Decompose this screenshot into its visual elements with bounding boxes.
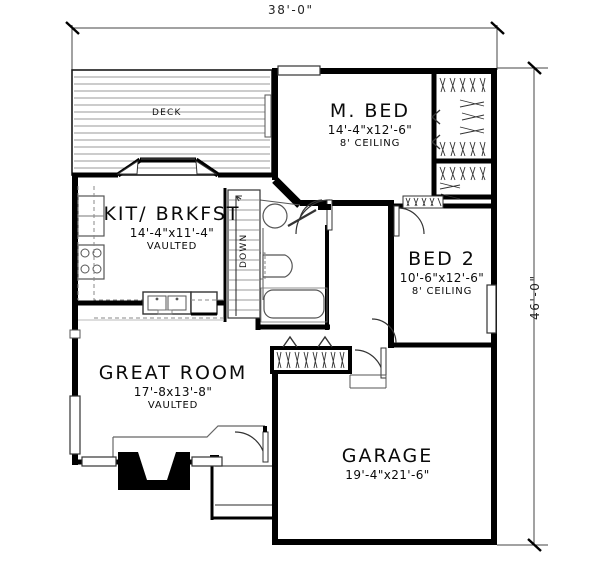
bedroom2-name: BED 2	[408, 248, 476, 270]
kitchen-size: 14'-4"x11'-4"	[129, 226, 215, 241]
overall-width-dimension: 38'-0"	[268, 3, 314, 17]
room-label-bedroom-2: BED 2 10'-6"x12'-6" 8' CEILING	[383, 248, 501, 297]
hall-to-garage-door	[349, 347, 387, 389]
overall-depth-dimension: 46'-0"	[528, 274, 542, 320]
kitchen-fixtures	[77, 186, 225, 319]
garage-size: 19'-4"x21'-6"	[345, 468, 430, 483]
room-label-kitchen-breakfast: KIT/ BRKFST 14'-4"x11'-4" VAULTED	[92, 203, 252, 252]
room-label-garage: GARAGE 19'-4"x21'-6"	[320, 445, 455, 483]
deck-bay-doors	[72, 157, 272, 178]
bedroom2-ceiling: 8' CEILING	[411, 285, 473, 297]
great-room-ceiling: VAULTED	[147, 399, 199, 411]
bedroom2-size: 10'-6"x12'-6"	[399, 271, 485, 286]
kitchen-name: KIT/ BRKFST	[103, 203, 241, 225]
dimension-line-right	[497, 61, 548, 552]
great-room-size: 17'-8x13'-8"	[133, 385, 213, 400]
room-label-master-bedroom: M. BED 14'-4"x12'-6" 8' CEILING	[305, 100, 435, 149]
bathroom	[255, 199, 330, 330]
master-closet-2	[439, 166, 486, 200]
master-bedroom-name: M. BED	[329, 100, 411, 122]
window-master-top	[277, 65, 321, 76]
hall-door-to-master	[295, 199, 333, 235]
master-bedroom-ceiling: 8' CEILING	[339, 137, 401, 149]
dimension-line-top	[65, 21, 505, 70]
room-label-great-room: GREAT ROOM 17'-8x13'-8" VAULTED	[88, 362, 258, 411]
kitchen-ceiling: VAULTED	[146, 240, 198, 252]
room-label-deck: DECK	[152, 108, 182, 118]
bedroom2-door-2	[371, 318, 397, 344]
garage-name: GARAGE	[341, 445, 434, 467]
stairs-down-label: DOWN	[239, 233, 249, 268]
hall-closet	[270, 335, 352, 374]
bedroom2-window-right	[486, 284, 497, 334]
master-bedroom-size: 14'-4"x12'-6"	[327, 123, 413, 138]
master-closet-1	[430, 77, 486, 157]
great-room-name: GREAT ROOM	[98, 362, 248, 384]
stairs-down	[223, 188, 261, 322]
master-bedroom-walls	[272, 71, 494, 348]
bedroom2-closet	[402, 195, 444, 209]
bedroom2-door	[393, 205, 425, 237]
great-room-features	[69, 329, 269, 490]
